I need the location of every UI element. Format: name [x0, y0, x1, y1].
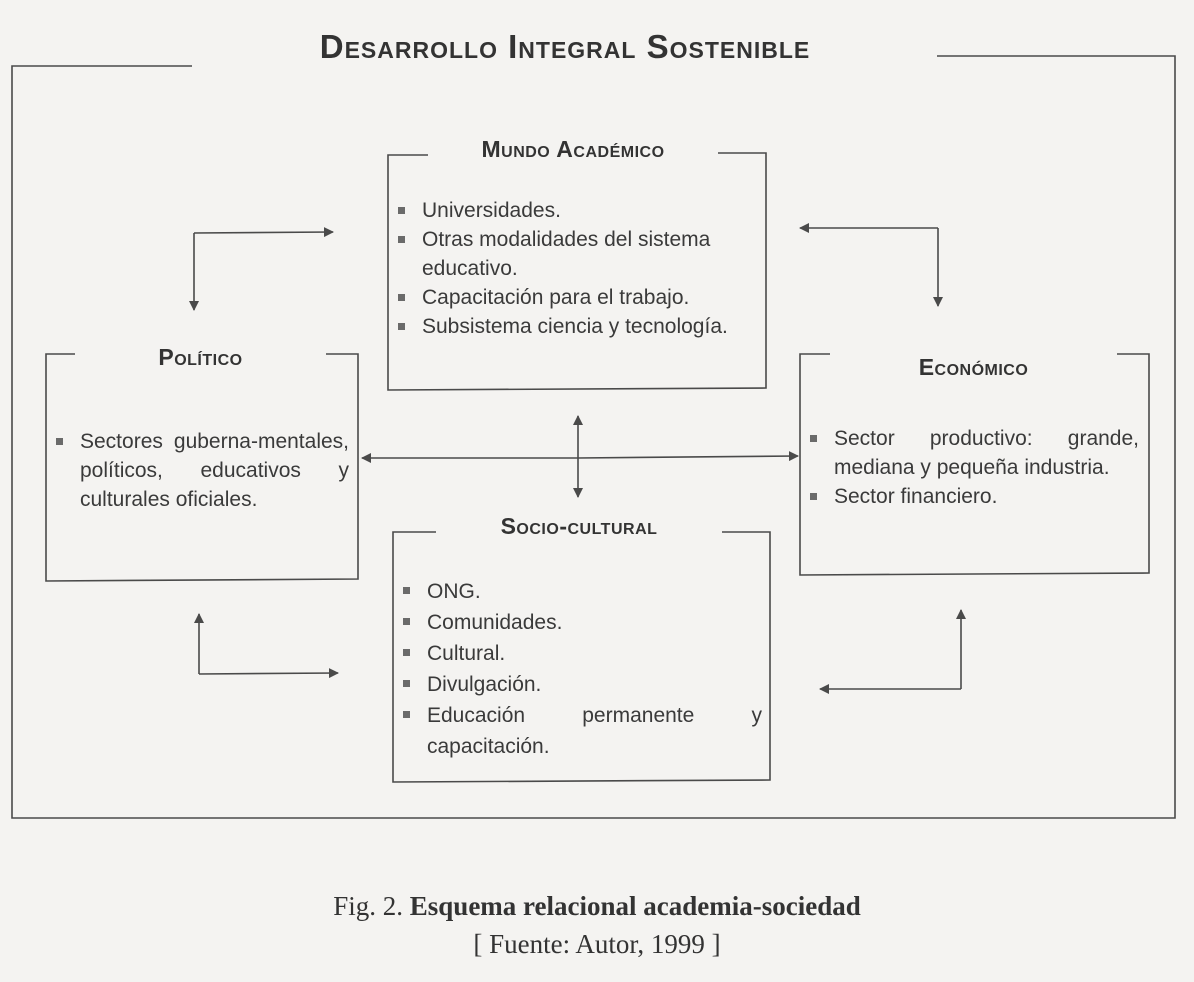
figure-caption: Fig. 2. Esquema relacional academia-soci… [0, 888, 1194, 924]
list-item: Educación permanente y capacitación. [399, 700, 762, 762]
list-item: Sector productivo: grande, mediana y peq… [806, 424, 1139, 482]
list-item: Otras modalidades del sistema educativo. [394, 225, 759, 283]
academico-list: Universidades. Otras modalidades del sis… [394, 196, 759, 341]
economico-list: Sector productivo: grande, mediana y peq… [806, 424, 1139, 511]
politico-list: Sectores guberna-mentales, políticos, ed… [52, 427, 349, 514]
list-item: Sector financiero. [806, 482, 1139, 511]
list-item: Divulgación. [399, 669, 762, 700]
economico-title: Económico [918, 354, 1029, 380]
academico-box [387, 152, 767, 391]
sociocultural-title: Socio-cultural [500, 513, 658, 539]
list-item: Capacitación para el trabajo. [394, 283, 759, 312]
outer-frame [11, 55, 1176, 819]
list-item: ONG. [399, 576, 762, 607]
politico-title: Político [158, 344, 243, 370]
diagram-title: Desarrollo Integral Sostenible [319, 28, 811, 65]
politico-box [45, 353, 359, 582]
sociocultural-list: ONG. Comunidades. Cultural. Divulgación.… [399, 576, 762, 762]
list-item: Universidades. [394, 196, 759, 225]
sociocultural-box [392, 531, 771, 783]
caption-source: [ Fuente: Autor, 1999 ] [473, 929, 721, 959]
academico-title: Mundo Académico [481, 136, 665, 162]
caption-prefix: Fig. 2. [333, 891, 404, 921]
list-item: Sectores guberna-mentales, políticos, ed… [52, 427, 349, 514]
economico-box [799, 353, 1150, 576]
list-item: Comunidades. [399, 607, 762, 638]
caption-title: Esquema relacional academia-sociedad [409, 891, 861, 921]
list-item: Subsistema ciencia y tecnología. [394, 312, 759, 341]
list-item: Cultural. [399, 638, 762, 669]
